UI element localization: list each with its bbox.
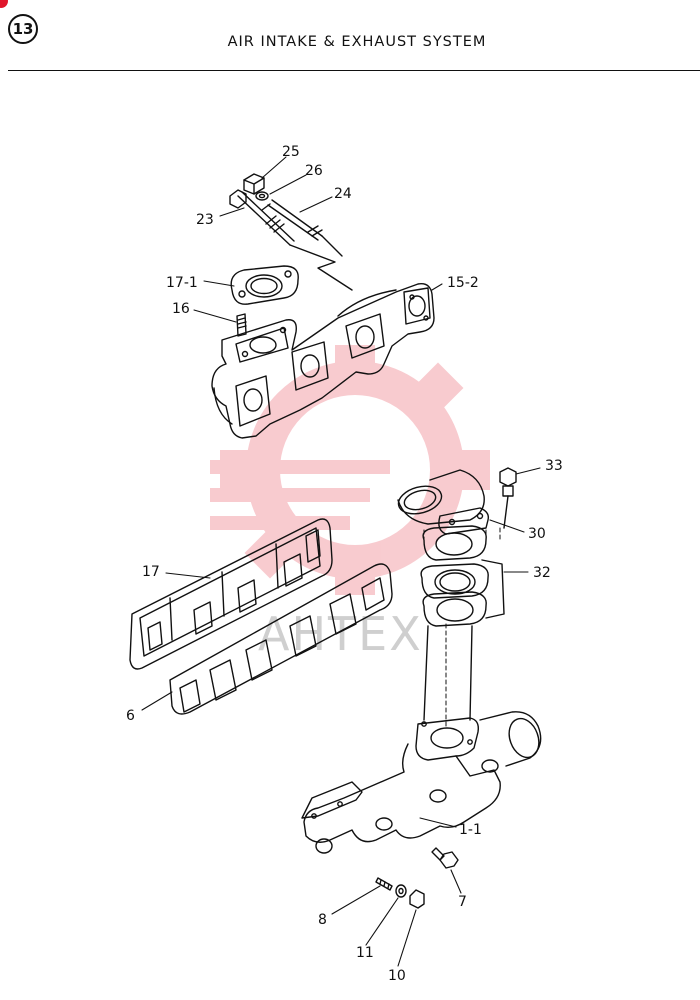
- part-label-1-1: 1-1: [459, 822, 482, 838]
- page-title: AIR INTAKE & EXHAUST SYSTEM: [227, 34, 487, 50]
- part-label-8: 8: [318, 912, 327, 928]
- gasket-17-1: [230, 265, 299, 305]
- part-label-23: 23: [196, 212, 214, 228]
- part-label-25: 25: [282, 144, 300, 160]
- nut-25: [243, 173, 265, 195]
- heat-shield-17: [129, 518, 333, 670]
- washer-11: [395, 884, 407, 898]
- watermark-text: AHTEX: [258, 607, 423, 661]
- part-label-33: 33: [545, 458, 563, 474]
- exhaust-manifold-1-1: [301, 711, 542, 854]
- gasket-set-32: [420, 525, 505, 627]
- title-divider: [8, 70, 700, 71]
- part-label-10: 10: [388, 968, 406, 984]
- part-label-17-1: 17-1: [166, 275, 198, 291]
- section-number-badge: 13: [8, 14, 38, 44]
- part-label-32: 32: [533, 565, 551, 581]
- bolt-33: [499, 467, 517, 529]
- watermark-logo: [210, 345, 490, 595]
- exhaust-pipe: [423, 625, 473, 721]
- part-label-17: 17: [142, 564, 160, 580]
- part-label-11: 11: [356, 945, 374, 961]
- bolt-7: [431, 847, 459, 869]
- gasket-6: [169, 563, 393, 715]
- part-label-16: 16: [172, 301, 190, 317]
- part-label-6: 6: [126, 708, 135, 724]
- part-label-30: 30: [528, 526, 546, 542]
- part-label-24: 24: [334, 186, 352, 202]
- stud-16: [236, 313, 247, 337]
- washer-26: [255, 191, 269, 201]
- stud-bolts: [237, 191, 353, 291]
- elbow-30: [397, 469, 490, 535]
- alignment-guides: [423, 527, 501, 727]
- section-number: 13: [12, 20, 34, 38]
- nut-10: [409, 889, 425, 909]
- leader-lines: [141, 156, 541, 967]
- intake-manifold-15-2: [211, 283, 435, 439]
- part-label-15-2: 15-2: [447, 275, 479, 291]
- stud-8: [375, 877, 393, 891]
- nut-23: [229, 189, 247, 209]
- corner-marker: [0, 0, 8, 8]
- part-label-7: 7: [458, 894, 467, 910]
- part-label-26: 26: [305, 163, 323, 179]
